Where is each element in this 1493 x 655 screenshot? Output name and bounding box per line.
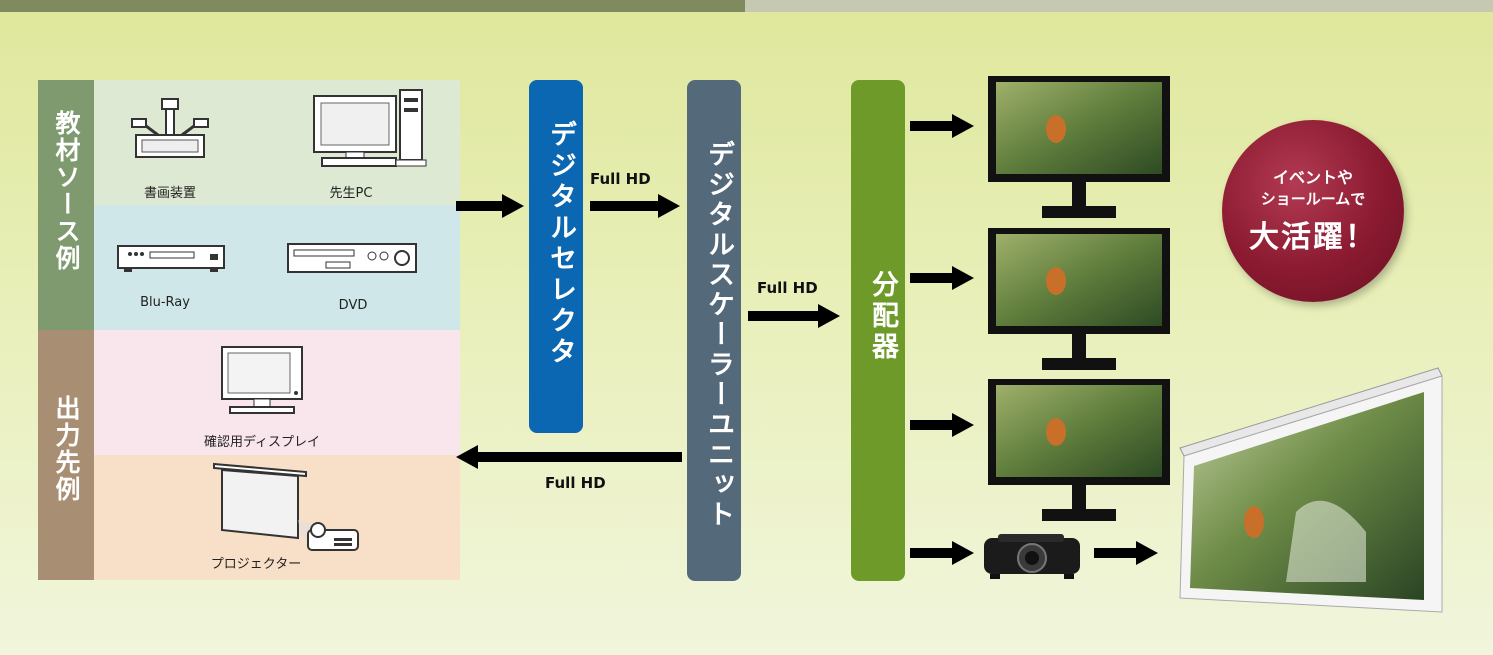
arrow-scaler-to-outputs [456,445,682,469]
arrow-to-projector [910,541,974,565]
promo-badge-line2: ショールームで [1260,190,1366,208]
promo-badge: イベントや ショールームで 大活躍！ [1222,120,1404,302]
arrow-scaler-to-distributor [748,304,840,328]
arrow-projector-to-screen [1094,541,1158,565]
distributor: 分配器 [851,80,905,581]
digital-selector: デジタルセレクタ [529,80,583,433]
flow-label-scaler-outputs: Full HD [545,474,606,492]
flow-label-scaler-distributor: Full HD [757,279,818,297]
digital-scaler-unit-label: デジタルスケーラーユニット [703,140,734,530]
document-camera-icon [131,98,209,158]
caption-document-camera: 書画装置 [143,186,197,201]
projector-screen-icon [213,462,359,551]
promo-badge-line3: 大活躍！ [1249,220,1377,255]
projector-icon [984,534,1080,579]
monitor-1 [988,76,1170,218]
bluray-player-icon [117,245,225,272]
source-label-panel [38,80,94,330]
caption-confirmation-display: 確認用ディスプレイ [203,435,321,450]
projection-screen [1179,367,1443,613]
digital-selector-label: デジタルセレクタ [545,120,576,368]
arrow-to-monitor-3 [910,413,974,437]
arrow-selector-to-scaler [590,194,680,218]
arrow-to-monitor-1 [910,114,974,138]
promo-badge-line1: イベントや [1272,168,1353,187]
header-bar-left [0,0,745,12]
caption-teacher-pc: 先生PC [329,186,373,201]
dvd-player-icon [287,243,417,273]
monitor-3 [988,379,1170,521]
arrow-sources-to-selector [456,194,524,218]
confirmation-display-icon [221,346,303,414]
caption-dvd: DVD [338,298,368,313]
header-bar-right [745,0,1493,12]
output-label: 出力先例 [52,395,81,503]
desktop-pc-icon [313,89,427,167]
flow-label-selector-scaler: Full HD [590,170,651,188]
caption-bluray: Blu-Ray [140,295,190,310]
output-label-panel [38,330,94,580]
arrow-to-monitor-2 [910,266,974,290]
caption-projector: プロジェクター [210,557,302,572]
monitor-2 [988,228,1170,370]
digital-scaler-unit: デジタルスケーラーユニット [687,80,741,581]
source-label: 教材ソース例 [52,110,81,272]
distributor-label: 分配器 [867,270,898,363]
